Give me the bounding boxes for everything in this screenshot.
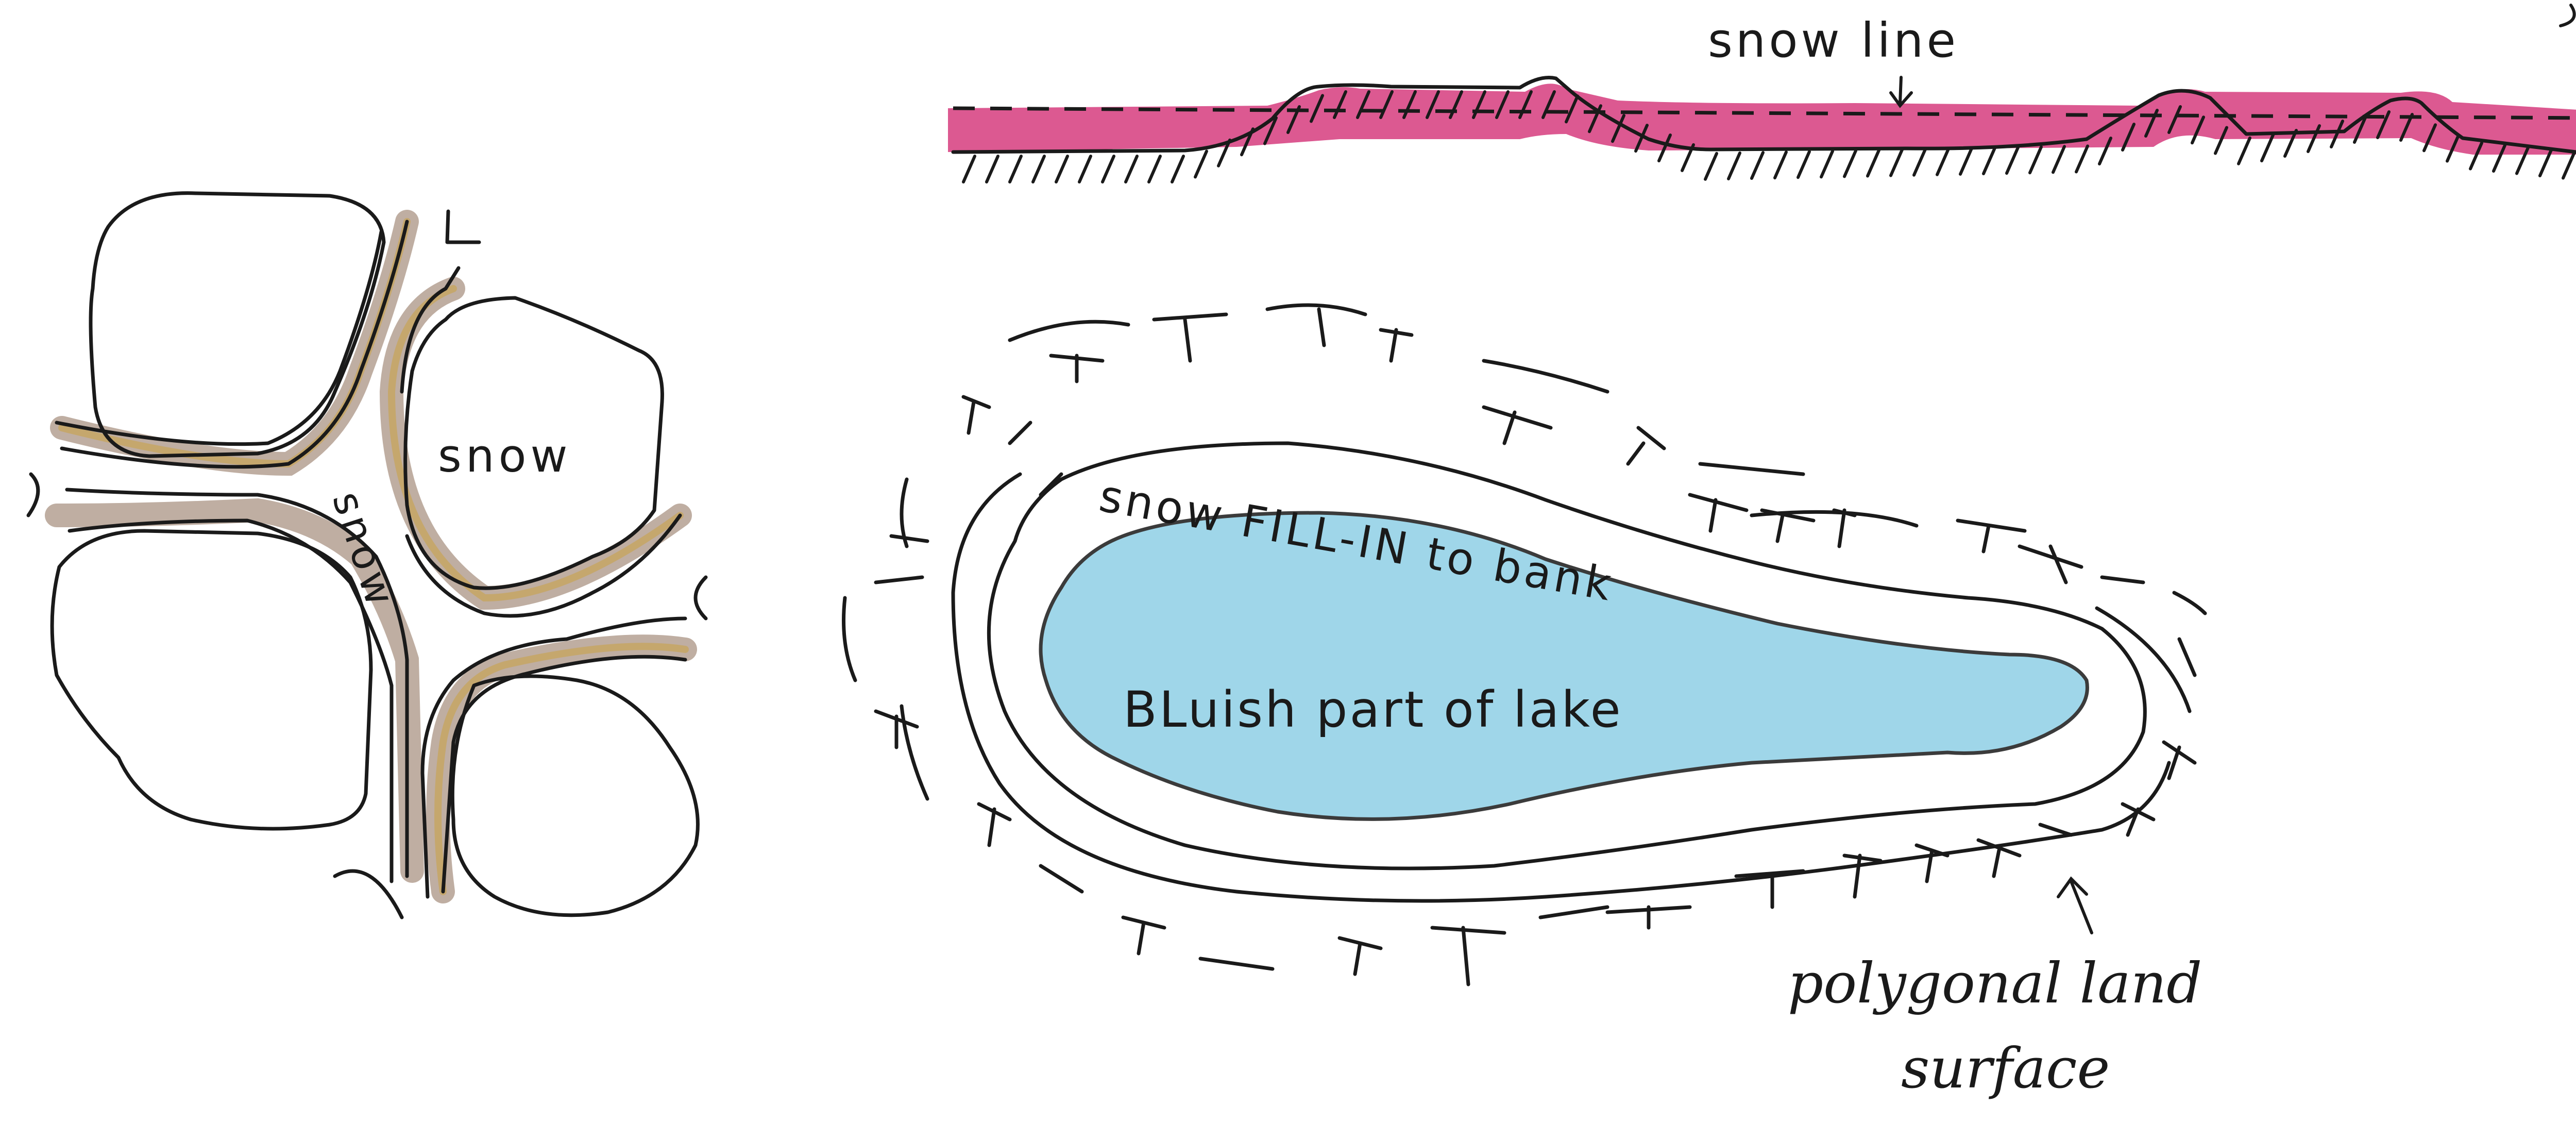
hatch-stroke [1079,156,1091,182]
polygon-crack-mark [963,397,989,433]
polygon-crack-mark [1010,423,1030,443]
polygon-crack-mark [844,598,856,680]
corner-mark [2561,5,2574,26]
hatch-stroke [1728,153,1740,179]
snow-line-label: snow line [1708,13,1959,68]
hatch-stroke [1056,156,1067,182]
cell-snow-label: snow [438,429,571,482]
polygon-crack-mark [2040,825,2071,835]
snow-line-cross-section: snow line [948,13,2576,188]
hatch-stroke [1172,156,1183,182]
polygon-crack-mark [1844,856,1880,897]
polygonal-arrow [2058,879,2092,933]
polygon-crack-mark [1690,495,1747,531]
hatch-stroke [1891,150,1902,176]
polygonal-label-line1: polygonal land [1788,951,2202,1016]
hatch-stroke [1126,156,1137,182]
polygon-crack-mark [1051,356,1103,381]
hatch-stroke [1010,156,1021,182]
polygon-crack-mark [1123,917,1164,953]
polygon-crack-mark [902,706,927,799]
hatch-stroke [1033,156,1044,182]
hatch-stroke [1960,148,1972,174]
hatch-stroke [1821,151,1833,177]
polygonal-label-line2: surface [1901,1036,2110,1101]
hatch-stroke [1914,149,1925,175]
polygon-crack-mark [1484,407,1551,443]
hatch-stroke [2239,138,2250,164]
polygon-crack-mark [1432,928,1504,984]
polygon-crack-mark [1628,428,1664,464]
hatch-stroke [1195,151,1207,177]
hatch-stroke [1103,156,1114,182]
polygon-crack-mark [1200,959,1273,969]
polygon-crack-mark [1917,845,1947,881]
polygon-crack-mark [1041,474,1061,495]
hatch-stroke [1752,153,1763,178]
polygon-crack-mark [1154,314,1226,361]
cell-bottom-left [52,531,371,829]
hatch-stroke [2076,146,2088,172]
hatch-stroke [1984,148,1995,174]
polygon-crack-mark [1958,521,2025,551]
polygon-crack-mark [1381,330,1412,361]
hatch-stroke [1937,149,1948,175]
polygon-crack-mark [1607,907,1690,928]
polygon-crack-mark [1340,938,1381,974]
polygon-crack-mark [1267,305,1365,345]
polygon-cells-diagram: snow snow [28,193,706,917]
lake-diagram: snow FILL-IN to bank BLuish part of lake… [844,305,2206,1101]
lake-label: BLuish part of lake [1123,681,1623,739]
polygon-crack-mark [2164,742,2195,778]
hatch-stroke [1705,154,1717,179]
hatch-stroke [2053,146,2064,172]
polygon-crack-mark [1540,907,1607,917]
polygon-crack-mark [1700,464,1803,474]
polygon-crack-mark [1010,322,1128,340]
polygon-crack-mark [1041,866,1082,892]
cell-bottom-right [452,676,698,915]
polygon-crack-mark [1834,510,1855,546]
hatch-stroke [1775,152,1786,178]
hatch-stroke [1149,156,1160,182]
hatch-stroke [2030,147,2041,173]
hatch-stroke [1844,150,1856,176]
hatch-stroke [963,156,975,182]
polygon-crack-mark [1752,512,1917,526]
polygon-crack-mark [876,577,922,582]
hatch-stroke [2007,147,2018,173]
hatch-stroke [987,156,998,182]
polygon-crack-mark [2020,546,2081,582]
polygon-crack-mark [876,711,917,747]
polygon-crack-mark [979,804,1010,845]
polygon-crack-mark [2174,593,2205,613]
snow-line-arrow [1891,77,1911,106]
hatch-stroke [2563,153,2574,178]
hatch-stroke [1798,152,1809,177]
polygon-crack-mark [1484,361,1607,392]
polygon-crack-mark [2102,577,2143,582]
polygon-crack-mark [2179,639,2195,675]
polygon-crack-mark [891,536,927,541]
hatch-stroke [1868,150,1879,176]
